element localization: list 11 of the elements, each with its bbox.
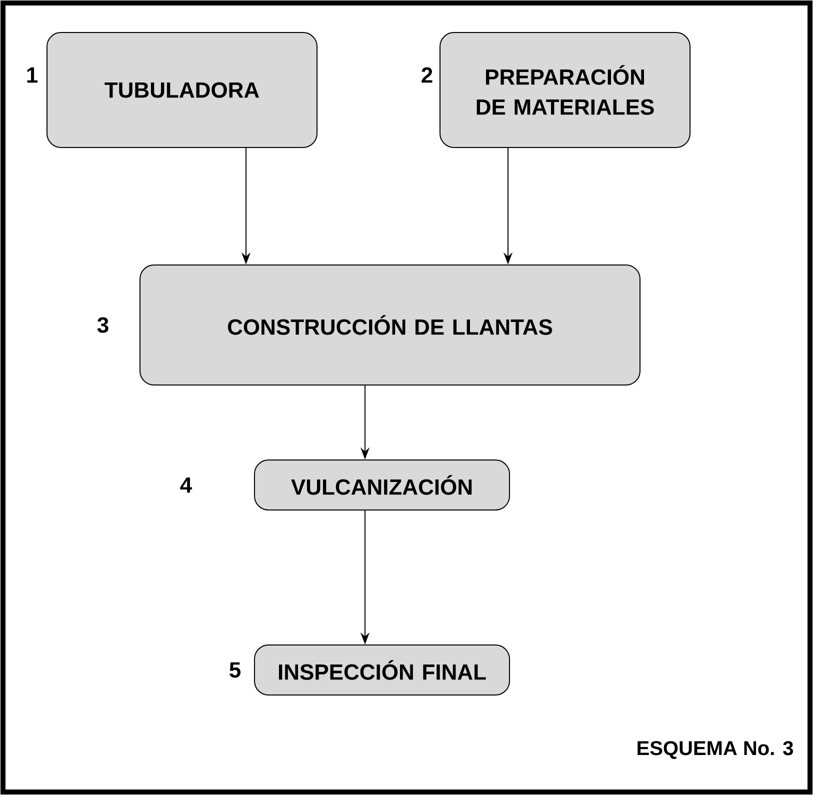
step-number: 3 xyxy=(97,317,108,333)
process-box: VULCANIZACIÓN xyxy=(254,460,510,510)
step-number: 5 xyxy=(230,662,240,678)
process-box: INSPECCIÓN FINAL xyxy=(254,644,510,696)
process-box: CONSTRUCCIÓN DE LLANTAS xyxy=(140,264,640,386)
caption: ESQUEMA No. 3 xyxy=(638,741,793,759)
process-box: TUBULADORA xyxy=(46,32,318,148)
step-number: 2 xyxy=(422,67,432,83)
step-number: 1 xyxy=(27,67,38,83)
process-box: PREPARACIÓN DE MATERIALES xyxy=(440,32,690,148)
step-number: 4 xyxy=(180,477,192,493)
